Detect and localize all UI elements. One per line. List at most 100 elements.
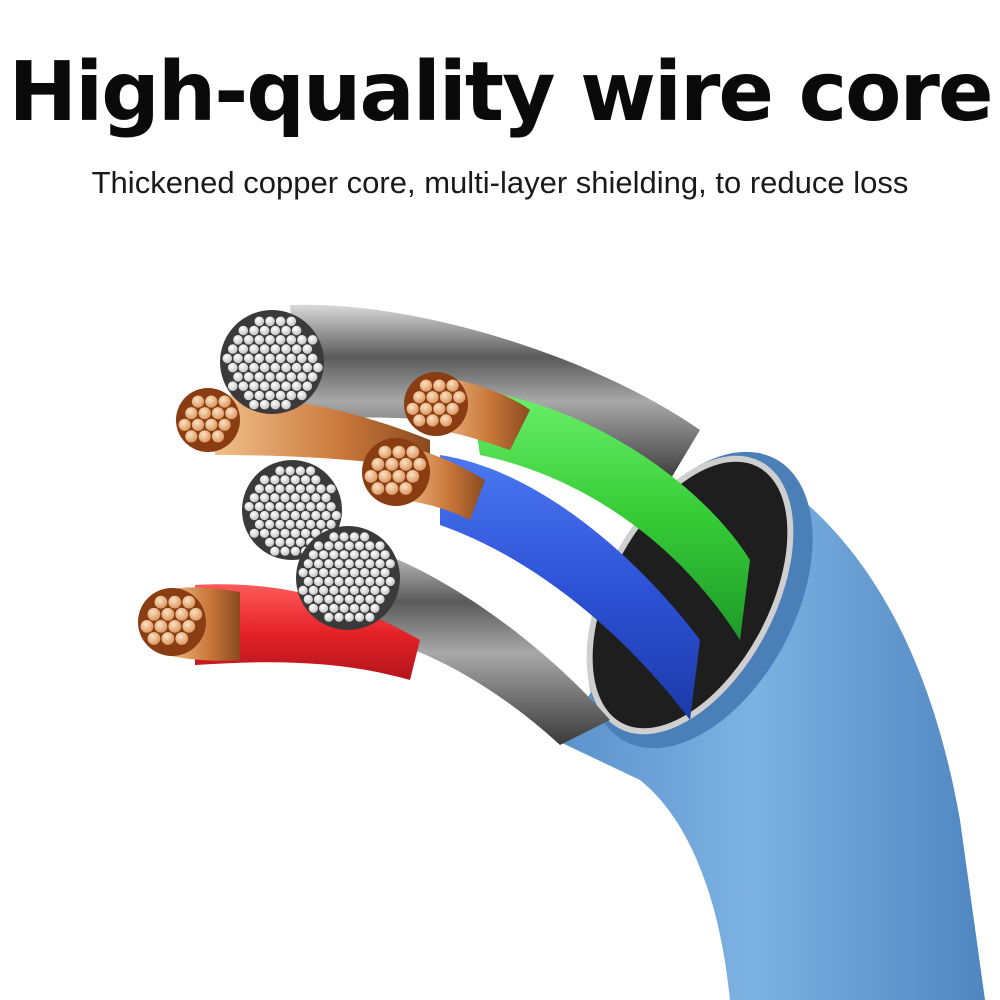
strand <box>243 389 255 402</box>
strand <box>232 352 244 364</box>
strand <box>280 380 292 392</box>
strand <box>313 540 324 552</box>
strand <box>412 413 427 428</box>
strand <box>290 380 303 392</box>
strand <box>425 413 440 428</box>
strand <box>323 611 335 623</box>
strand <box>167 619 183 634</box>
strand <box>285 371 297 383</box>
strand <box>432 401 447 416</box>
strand <box>296 389 308 402</box>
silver-strand-face-middle <box>242 460 342 560</box>
strand <box>343 558 355 570</box>
strand <box>253 315 265 327</box>
strand <box>333 593 345 605</box>
strand <box>325 483 337 495</box>
strand <box>146 631 162 646</box>
strand <box>338 585 350 596</box>
strand <box>364 576 376 587</box>
strand <box>269 343 281 355</box>
strand <box>211 429 225 444</box>
strand <box>227 380 239 392</box>
strand <box>289 474 301 486</box>
strand <box>279 510 291 521</box>
strand <box>359 531 371 543</box>
strand <box>307 567 319 578</box>
strand <box>412 390 427 405</box>
strand <box>269 324 281 337</box>
strand <box>237 361 249 374</box>
strand <box>181 594 197 610</box>
strand <box>313 593 324 605</box>
strand <box>379 567 391 578</box>
strand <box>391 444 407 460</box>
strand <box>274 315 287 327</box>
strand <box>307 602 319 614</box>
strand <box>302 558 314 570</box>
strand <box>323 593 335 605</box>
strand <box>177 417 192 432</box>
strand <box>294 483 306 495</box>
blue-wire <box>440 455 700 720</box>
strand <box>243 501 255 513</box>
strand <box>253 389 265 402</box>
strand <box>412 457 428 472</box>
strand <box>258 380 271 392</box>
strand <box>333 611 345 623</box>
strand <box>343 576 355 587</box>
strand <box>264 389 276 402</box>
strand <box>315 501 327 513</box>
strand <box>174 631 190 646</box>
strand <box>237 343 249 355</box>
strand <box>384 576 396 587</box>
strand <box>320 510 332 521</box>
strand <box>369 602 381 614</box>
strand <box>279 492 291 504</box>
copper-strand-face-orange <box>176 388 240 452</box>
strand <box>284 519 296 530</box>
strand <box>320 492 332 504</box>
strand <box>377 444 393 460</box>
strand <box>253 483 265 495</box>
strand <box>445 378 460 393</box>
red-wire <box>195 584 420 680</box>
strand <box>248 527 260 539</box>
strand <box>338 602 350 614</box>
strand <box>160 631 176 646</box>
strand <box>280 324 292 337</box>
strand <box>204 394 219 409</box>
strand <box>274 334 287 346</box>
strand <box>369 549 381 561</box>
strand <box>419 378 433 393</box>
strand <box>237 380 249 392</box>
strand <box>296 352 308 364</box>
strand <box>318 585 330 596</box>
strand <box>274 536 286 548</box>
strand <box>259 474 270 486</box>
strand <box>227 343 239 355</box>
strand <box>315 483 327 495</box>
strand <box>432 378 447 393</box>
strand <box>370 457 386 472</box>
strand <box>364 593 376 605</box>
strand <box>354 558 365 570</box>
strand <box>284 465 296 477</box>
strand <box>285 334 297 346</box>
strand <box>294 519 306 530</box>
strand <box>290 343 303 355</box>
strand <box>285 389 297 402</box>
strand <box>259 510 270 521</box>
strand <box>243 334 255 346</box>
strand <box>248 492 260 504</box>
copper-strand-face-green <box>404 372 468 436</box>
strand <box>338 531 350 543</box>
strand <box>313 576 324 587</box>
strand <box>294 536 306 548</box>
strand <box>258 361 271 374</box>
strand <box>301 343 313 355</box>
strand <box>191 394 205 409</box>
strand <box>405 444 421 460</box>
strand <box>232 334 244 346</box>
strand <box>348 549 360 561</box>
strand <box>269 492 281 504</box>
